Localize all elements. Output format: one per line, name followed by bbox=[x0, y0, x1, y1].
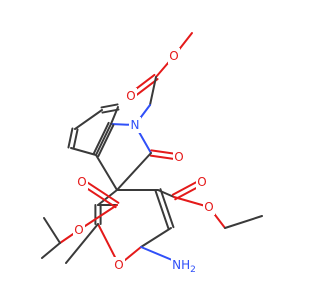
atom-label-background bbox=[171, 257, 197, 273]
atom-label-background bbox=[113, 257, 125, 273]
atom-label-background bbox=[173, 149, 185, 165]
atom-label: N bbox=[131, 118, 140, 132]
atom-label: O bbox=[74, 223, 83, 237]
bond-line bbox=[97, 124, 115, 158]
bond-line bbox=[65, 223, 99, 264]
atom-label-background bbox=[73, 222, 85, 238]
atom-label-background bbox=[203, 199, 215, 215]
bond-line bbox=[224, 215, 263, 229]
atom-label-background bbox=[196, 174, 208, 190]
bond-line bbox=[43, 217, 61, 244]
bond-line bbox=[100, 103, 119, 109]
bond-line bbox=[95, 123, 112, 156]
atom-label: O bbox=[114, 258, 123, 272]
bond-line bbox=[41, 242, 61, 259]
bond-layer bbox=[41, 32, 263, 266]
bond-line bbox=[157, 189, 175, 198]
bond-line bbox=[74, 109, 103, 130]
bond-line bbox=[154, 189, 170, 230]
atom-label: O bbox=[204, 200, 213, 214]
atom-label-background bbox=[168, 48, 180, 64]
atom-label: O bbox=[174, 150, 183, 164]
atom-label-background bbox=[76, 174, 88, 190]
bond-line bbox=[92, 121, 110, 155]
bond-line bbox=[67, 127, 74, 149]
bond-line bbox=[72, 128, 79, 150]
bond-line bbox=[95, 154, 118, 191]
bond-line bbox=[110, 106, 119, 125]
bond-line bbox=[97, 189, 118, 206]
atom-label: NH2 bbox=[172, 258, 196, 275]
bond-line bbox=[82, 178, 120, 204]
atom-label: O bbox=[197, 175, 206, 189]
bond-line bbox=[149, 76, 157, 106]
bond-line bbox=[159, 188, 175, 229]
bond-line bbox=[140, 227, 172, 248]
bond-line bbox=[78, 204, 118, 231]
bond-line bbox=[116, 152, 152, 191]
atom-label: O bbox=[126, 89, 135, 103]
atom-label: O bbox=[77, 175, 86, 189]
atom-label: O bbox=[169, 49, 178, 63]
atom-label-background bbox=[125, 88, 137, 104]
atom-label-background bbox=[129, 117, 141, 133]
bond-line bbox=[70, 147, 97, 156]
